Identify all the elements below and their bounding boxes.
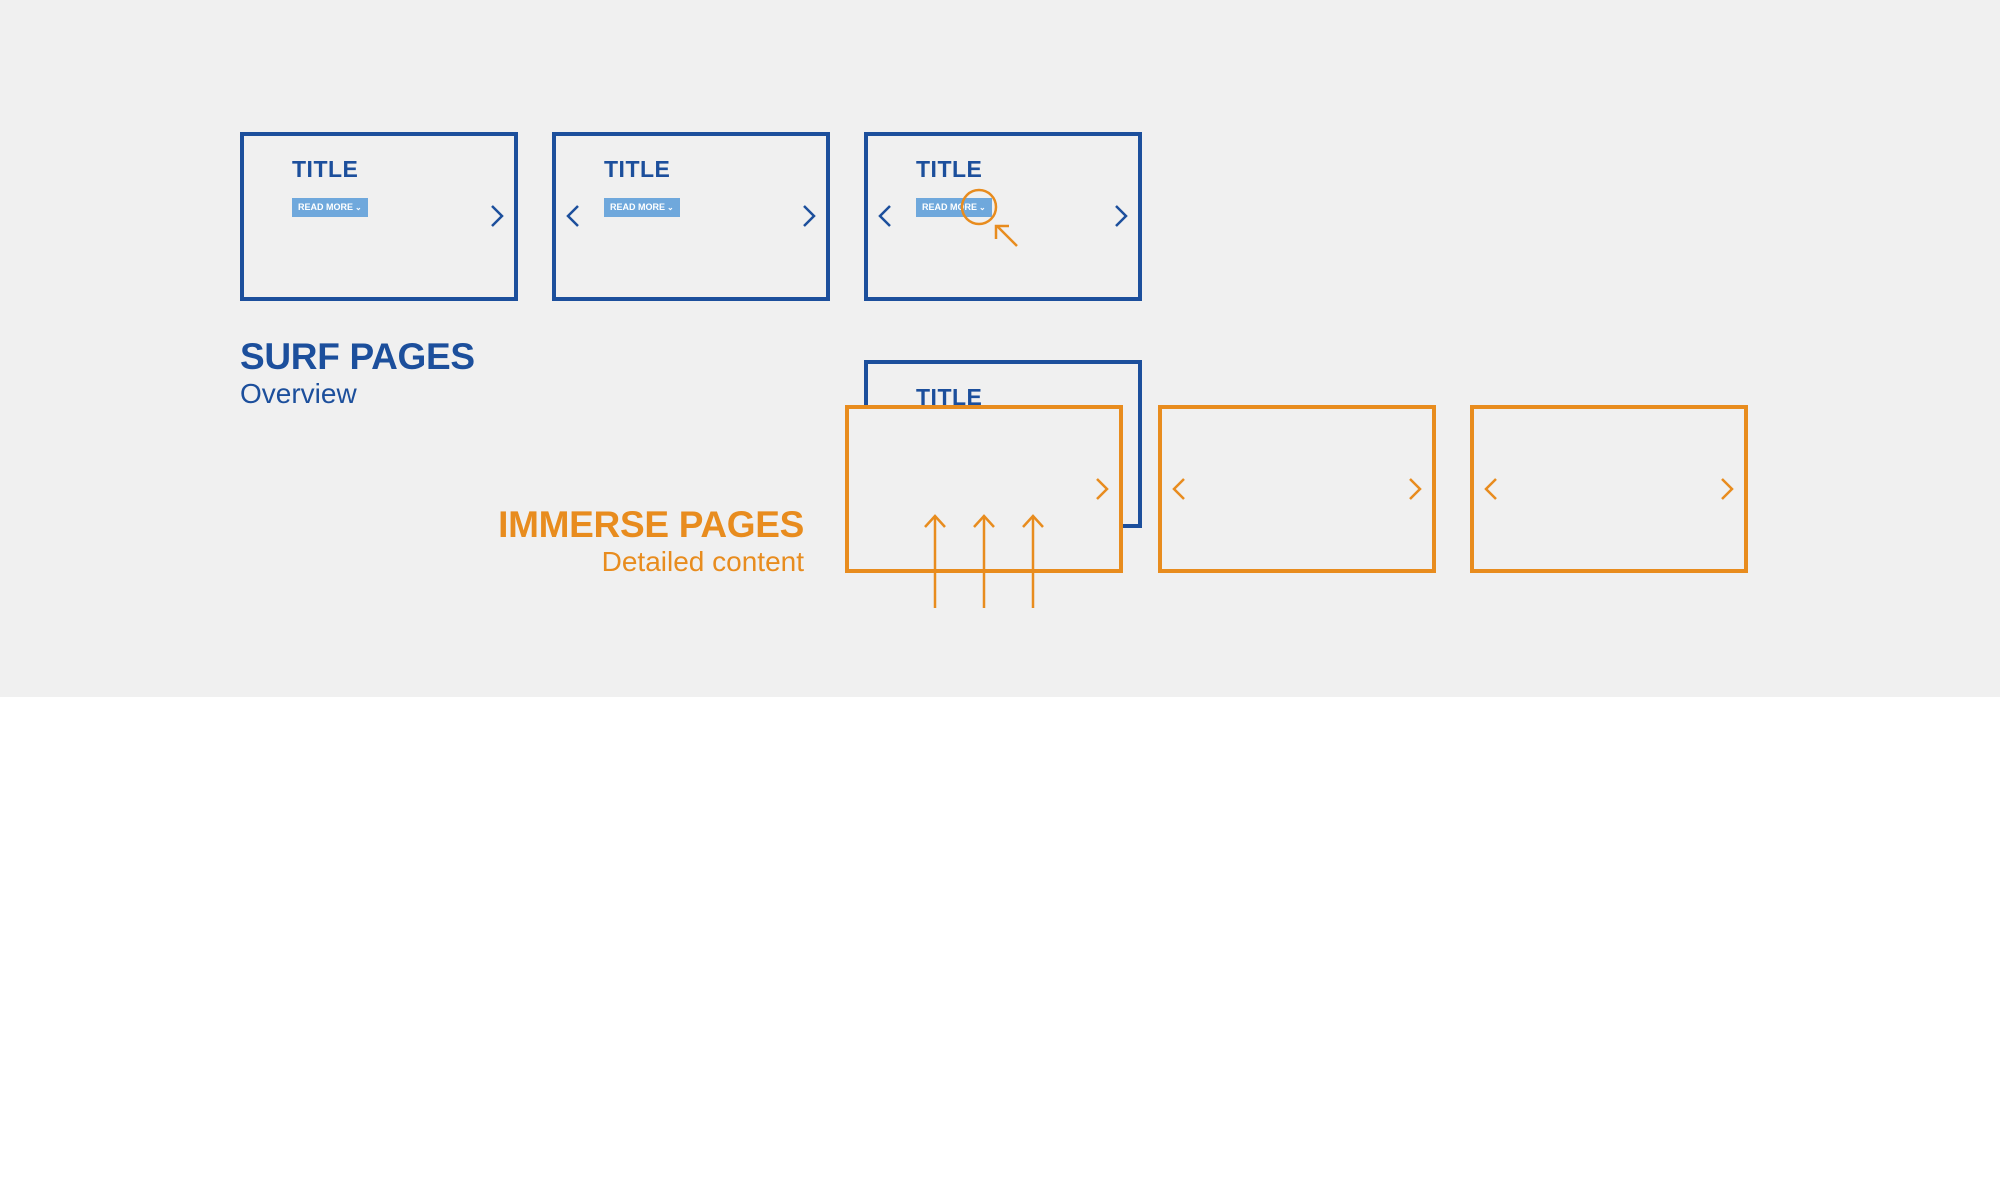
immerse-pages-heading: IMMERSE PAGES xyxy=(498,504,804,545)
read-more-label: READ MORE xyxy=(610,202,666,212)
chevron-left-icon[interactable] xyxy=(1484,477,1498,501)
chevron-left-icon[interactable] xyxy=(566,204,580,228)
read-more-button[interactable]: READ MORE⌄ xyxy=(292,198,368,217)
chevron-down-icon: ⌄ xyxy=(667,203,674,212)
read-more-label: READ MORE xyxy=(298,202,354,212)
chevron-right-icon[interactable] xyxy=(1095,477,1109,501)
read-more-button[interactable]: READ MORE⌄ xyxy=(916,198,992,217)
surf-card-2: TITLE READ MORE⌄ xyxy=(552,132,830,301)
immerse-card-1 xyxy=(845,405,1123,573)
chevron-left-icon[interactable] xyxy=(878,204,892,228)
immerse-card-3 xyxy=(1470,405,1748,573)
card-title: TITLE xyxy=(604,156,671,182)
card-title: TITLE xyxy=(292,156,359,182)
diagram-canvas: TITLE READ MORE⌄ TITLE READ MORE⌄ TITLE … xyxy=(0,0,2000,697)
chevron-left-icon[interactable] xyxy=(1172,477,1186,501)
chevron-right-icon[interactable] xyxy=(1408,477,1422,501)
chevron-right-icon[interactable] xyxy=(490,204,504,228)
card-title: TITLE xyxy=(916,156,983,182)
surf-card-3: TITLE READ MORE⌄ xyxy=(864,132,1142,301)
surf-pages-subheading: Overview xyxy=(240,378,357,409)
chevron-down-icon: ⌄ xyxy=(355,203,362,212)
chevron-right-icon[interactable] xyxy=(1114,204,1128,228)
immerse-pages-subheading: Detailed content xyxy=(601,546,804,577)
read-more-button[interactable]: READ MORE⌄ xyxy=(604,198,680,217)
chevron-down-icon: ⌄ xyxy=(979,203,986,212)
chevron-right-icon[interactable] xyxy=(1720,477,1734,501)
surf-pages-heading: SURF PAGES xyxy=(240,336,475,377)
read-more-label: READ MORE xyxy=(922,202,978,212)
surf-card-1: TITLE READ MORE⌄ xyxy=(240,132,518,301)
chevron-right-icon[interactable] xyxy=(802,204,816,228)
immerse-card-2 xyxy=(1158,405,1436,573)
